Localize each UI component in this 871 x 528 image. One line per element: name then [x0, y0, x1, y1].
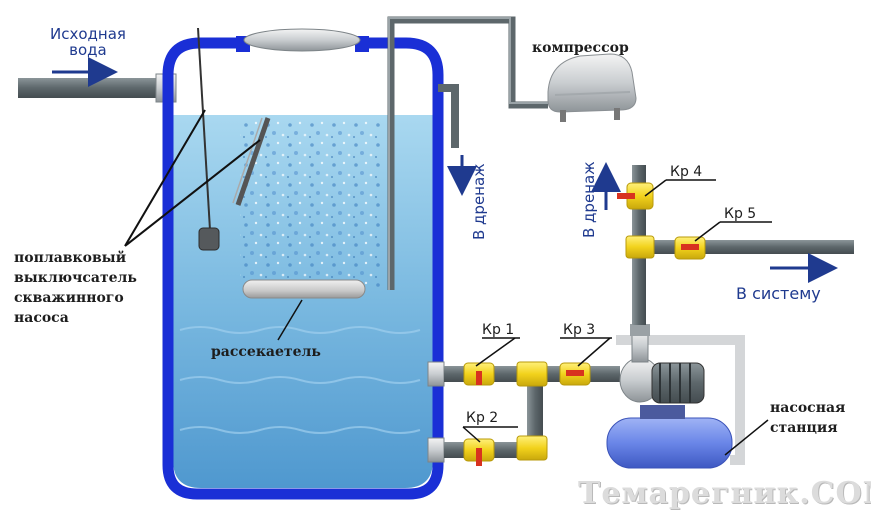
compressor-unit [547, 53, 637, 122]
tee-main [516, 361, 548, 387]
outlet-flange-2 [427, 437, 445, 463]
valve-kr5[interactable] [674, 236, 706, 260]
tank-lid [243, 28, 361, 52]
label-float-switch-line4: насоса [14, 310, 69, 326]
leader-kr2 [462, 426, 481, 443]
label-pump-station-line2: станция [770, 420, 838, 436]
label-pump-station-line1: насосная [770, 400, 846, 416]
air-pipe [387, 16, 548, 290]
leader-kr4 [644, 179, 667, 197]
label-kr1: Кр 1 [482, 322, 515, 338]
label-kr2: Кр 2 [466, 410, 499, 426]
float-rod [235, 117, 271, 206]
water-waves [179, 326, 421, 434]
diffuser [242, 279, 366, 299]
label-kr5: Кр 5 [724, 206, 757, 222]
tank-wall [162, 37, 444, 500]
pipe-bypass [527, 374, 543, 452]
air-pipe-hi [388, 17, 548, 290]
label-float-switch-line1: поплавковый [14, 250, 127, 266]
tee-lower [516, 435, 548, 461]
watermark: Темарегник.СОМ [578, 476, 871, 511]
float-switch [198, 227, 220, 251]
aeration-bubbles [240, 118, 380, 288]
label-kr4: Кр 4 [670, 164, 703, 180]
label-float-switch-line3: скважинного [14, 290, 124, 306]
float-cable [197, 27, 211, 231]
outlet-flange-1 [427, 361, 445, 387]
label-source-water-line2: вода [69, 41, 107, 59]
pointer-float-1 [124, 109, 206, 247]
float-rod-hi [232, 117, 263, 204]
pointer-float-2 [124, 139, 261, 247]
label-drain-tank: В дренаж [470, 163, 488, 240]
tee-upper [625, 235, 655, 259]
leader-kr5 [694, 221, 721, 242]
label-diffuser: рассекаетель [211, 344, 321, 360]
label-pump-station: насосная станция [770, 398, 845, 438]
drain-pipe-tank [438, 84, 459, 148]
label-source-water: Исходная вода [50, 26, 126, 58]
leader-kr3 [577, 337, 611, 367]
label-float-switch-line2: выключсатель [14, 270, 137, 286]
leader-pump [724, 419, 769, 456]
label-drain-kr4: В дренаж [580, 161, 598, 238]
label-to-system: В систему [736, 284, 821, 303]
label-float-switch: поплавковый выключсатель скважинного нас… [14, 248, 137, 328]
pointer-diffuser [277, 299, 303, 341]
valve-kr1[interactable] [463, 362, 495, 386]
label-source-water-line1: Исходная [50, 25, 126, 43]
leader-kr1 [475, 337, 516, 367]
label-compressor: компрессор [532, 40, 629, 56]
valve-kr4[interactable] [617, 182, 654, 210]
valve-kr3[interactable] [559, 362, 591, 386]
inlet-pipe [18, 78, 173, 98]
valve-kr2[interactable] [463, 438, 495, 466]
label-kr3: Кр 3 [563, 322, 596, 338]
pump-station [606, 324, 745, 469]
